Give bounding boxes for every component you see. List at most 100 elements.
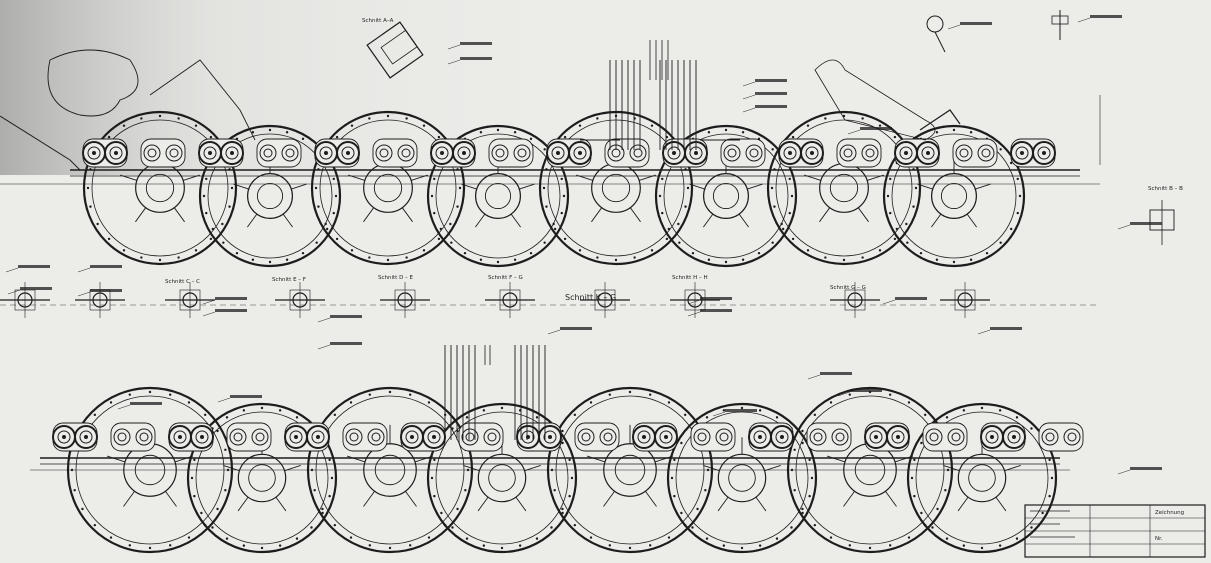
annotation-mark bbox=[687, 297, 732, 305]
road-wheel bbox=[186, 402, 338, 554]
suspension-unit bbox=[980, 422, 1026, 452]
road-wheel bbox=[766, 110, 922, 266]
road-wheel bbox=[666, 402, 818, 554]
annotation-mark bbox=[5, 265, 50, 273]
annotation-mark bbox=[447, 57, 492, 65]
detail-section bbox=[580, 282, 630, 318]
annotation-mark bbox=[742, 92, 787, 100]
road-wheel bbox=[310, 110, 466, 266]
road-wheel bbox=[82, 110, 238, 266]
annotation-mark bbox=[117, 402, 162, 410]
suspension-unit bbox=[778, 138, 824, 168]
suspension-unit bbox=[284, 422, 330, 452]
annotation-mark bbox=[217, 395, 262, 403]
detail-section bbox=[485, 282, 535, 318]
annotation-mark bbox=[837, 389, 882, 397]
annotation-mark bbox=[202, 309, 247, 317]
annotation-mark bbox=[1117, 467, 1162, 475]
suspension-unit bbox=[256, 138, 302, 168]
suspension-unit bbox=[574, 422, 620, 452]
annotation-mark bbox=[977, 327, 1022, 335]
suspension-unit bbox=[82, 138, 128, 168]
annotation-mark bbox=[202, 297, 247, 305]
detail-section bbox=[830, 282, 880, 318]
suspension-unit bbox=[372, 138, 418, 168]
suspension-unit bbox=[806, 422, 852, 452]
section-label: Schnitt C – C bbox=[165, 279, 200, 285]
detail-section bbox=[380, 282, 430, 318]
annotation-mark bbox=[882, 297, 927, 305]
title-block-line-2: Nr. bbox=[1155, 536, 1163, 542]
suspension-unit bbox=[952, 138, 998, 168]
annotation-mark bbox=[742, 79, 787, 87]
section-label: Schnitt H – H bbox=[672, 275, 708, 281]
annotation-mark bbox=[317, 342, 362, 350]
suspension-unit bbox=[140, 138, 186, 168]
suspension-unit bbox=[836, 138, 882, 168]
suspension-unit bbox=[488, 138, 534, 168]
detail-section bbox=[940, 282, 990, 318]
annotation-mark bbox=[77, 289, 122, 297]
road-wheel bbox=[882, 124, 1026, 268]
section-label: Schnitt G – G bbox=[830, 285, 866, 291]
suspension-unit bbox=[604, 138, 650, 168]
suspension-unit bbox=[922, 422, 968, 452]
annotation-mark bbox=[742, 105, 787, 113]
suspension-unit bbox=[400, 422, 446, 452]
top-section-label: Schnitt A–A bbox=[362, 18, 394, 24]
annotation-mark bbox=[847, 127, 892, 135]
detail-section bbox=[165, 282, 215, 318]
suspension-unit bbox=[198, 138, 244, 168]
suspension-unit bbox=[430, 138, 476, 168]
annotation-mark bbox=[687, 309, 732, 317]
road-wheel bbox=[426, 124, 570, 268]
suspension-unit bbox=[546, 138, 592, 168]
pipe-bundle-bottom bbox=[444, 345, 546, 440]
suspension-unit bbox=[748, 422, 794, 452]
suspension-unit bbox=[690, 422, 736, 452]
road-wheel bbox=[906, 402, 1058, 554]
title-block: Zeichnung Nr. bbox=[1024, 504, 1206, 558]
suspension-unit bbox=[314, 138, 360, 168]
annotation-mark bbox=[547, 327, 592, 335]
annotation-mark bbox=[712, 409, 757, 417]
top-detail-parts bbox=[366, 10, 1175, 245]
section-label: Schnitt F – G bbox=[488, 275, 523, 281]
top-suspension-units bbox=[82, 138, 1056, 168]
suspension-unit bbox=[662, 138, 708, 168]
detail-section bbox=[275, 282, 325, 318]
annotation-mark bbox=[1077, 15, 1122, 23]
annotation-mark bbox=[7, 287, 52, 295]
suspension-unit bbox=[458, 422, 504, 452]
annotation-mark bbox=[947, 22, 992, 30]
suspension-unit bbox=[720, 138, 766, 168]
suspension-unit bbox=[52, 422, 98, 452]
road-wheel bbox=[654, 124, 798, 268]
section-label: Schnitt E – F bbox=[272, 277, 306, 283]
bottom-hull bbox=[30, 457, 1070, 471]
suspension-unit bbox=[894, 138, 940, 168]
title-block-line-1: Zeichnung bbox=[1155, 510, 1184, 516]
suspension-unit bbox=[1038, 422, 1084, 452]
annotation-mark bbox=[807, 372, 852, 380]
suspension-unit bbox=[226, 422, 272, 452]
suspension-unit bbox=[632, 422, 678, 452]
annotation-mark bbox=[1117, 222, 1162, 230]
detail-section bbox=[75, 282, 125, 318]
suspension-unit bbox=[864, 422, 910, 452]
suspension-unit bbox=[342, 422, 388, 452]
suspension-unit bbox=[110, 422, 156, 452]
section-label: Schnitt D – E bbox=[378, 275, 414, 281]
suspension-unit bbox=[168, 422, 214, 452]
drawing-annotations: Schnitt C – C Schnitt E – F Schnitt D – E S… bbox=[5, 15, 1183, 475]
annotation-mark bbox=[447, 42, 492, 50]
annotation-mark bbox=[77, 265, 122, 273]
bottom-suspension-units bbox=[52, 422, 1084, 452]
pipe-bundle-top bbox=[580, 40, 740, 150]
section-label: Schnitt B – B bbox=[1148, 186, 1183, 192]
top-hull bbox=[0, 49, 1100, 185]
annotation-mark bbox=[317, 315, 362, 323]
section-label: Schnitt K – G bbox=[565, 293, 616, 302]
